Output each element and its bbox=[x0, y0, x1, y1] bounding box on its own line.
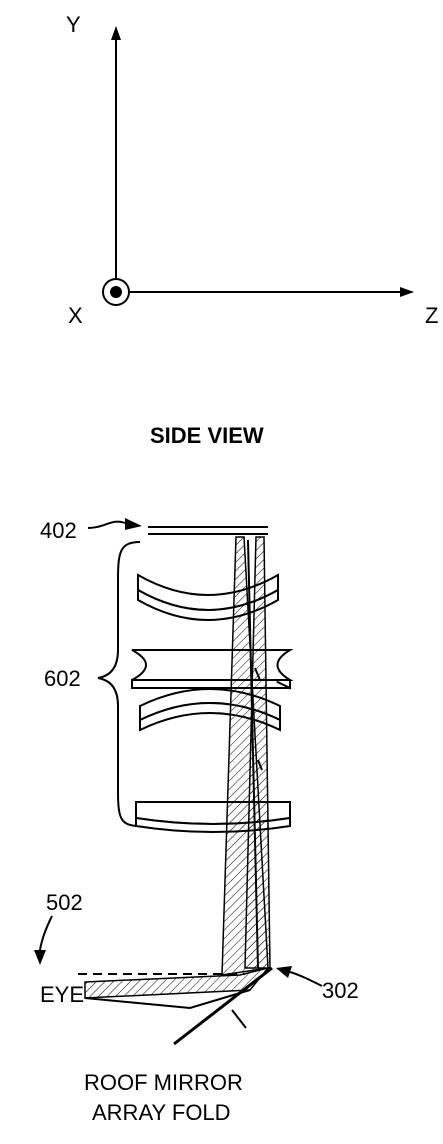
fold-ref-label: 302 bbox=[322, 978, 359, 1003]
beam-center-ray bbox=[247, 539, 259, 969]
eye-ref-arrow-icon bbox=[34, 950, 46, 965]
fold-caption-line2: ARRAY FOLD bbox=[92, 1100, 231, 1125]
fold-caption-line1: ROOF MIRROR bbox=[84, 1070, 243, 1095]
eye-ref-label: 502 bbox=[46, 890, 83, 915]
roof-mirror-tick bbox=[231, 1009, 247, 1029]
lens-group-ref-label: 602 bbox=[44, 666, 81, 691]
x-axis-dot-icon bbox=[110, 286, 122, 298]
z-axis-label: Z bbox=[425, 303, 438, 328]
eye-label: EYE bbox=[40, 982, 84, 1007]
eye-ref-leader bbox=[39, 915, 53, 951]
eye-502: 502 EYE bbox=[34, 890, 245, 1007]
beam-ray-tick-2 bbox=[257, 759, 263, 771]
display-402: 402 bbox=[40, 518, 268, 543]
roof-mirror-fold-302: 302 ROOF MIRROR ARRAY FOLD bbox=[84, 966, 359, 1125]
display-ref-label: 402 bbox=[40, 518, 77, 543]
lens-group-brace bbox=[97, 541, 141, 827]
display-leader bbox=[87, 520, 126, 529]
optical-beams bbox=[84, 536, 271, 1010]
roof-mirror-line bbox=[173, 966, 273, 1046]
fold-ref-arrow-icon bbox=[276, 966, 292, 978]
fold-ref-leader bbox=[289, 971, 323, 987]
beam-ray-tick-1 bbox=[254, 667, 261, 681]
view-title: SIDE VIEW bbox=[150, 423, 264, 448]
coordinate-axes: Y X Z bbox=[66, 12, 438, 328]
display-leader-arrow-icon bbox=[125, 518, 142, 530]
y-axis-label: Y bbox=[66, 12, 81, 37]
beam-lower-edge bbox=[84, 989, 251, 1010]
x-axis-label: X bbox=[68, 303, 83, 328]
